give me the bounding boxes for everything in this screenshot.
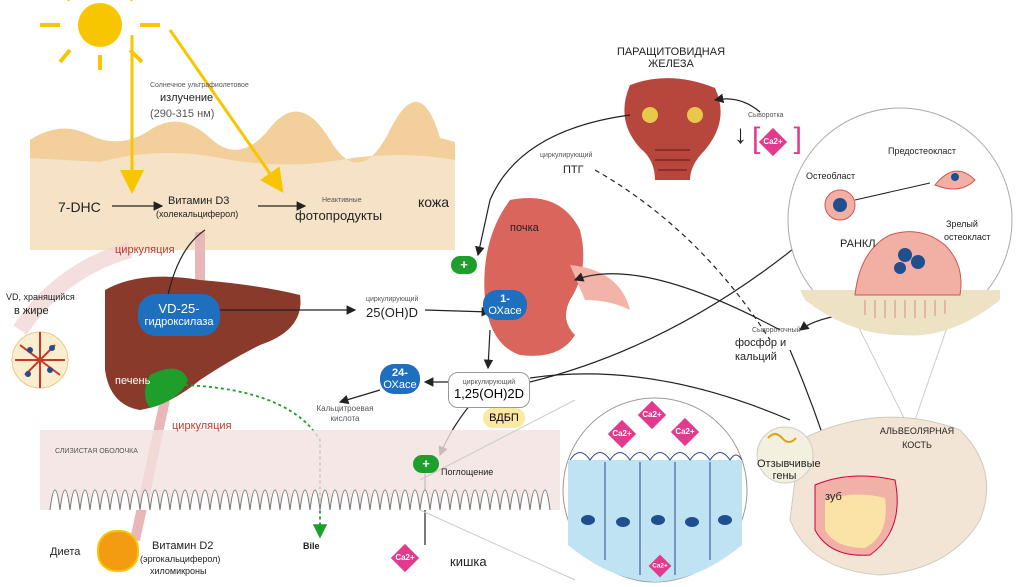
calcitriol-label: 1,25(OH)2D [453, 386, 525, 401]
diet-food-icon [97, 530, 139, 572]
serum-ca-icon: Ca2+ [758, 127, 788, 157]
kidney-label: почка [510, 222, 539, 234]
zoom-ca-icon-2: Ca2+ [637, 400, 667, 430]
photoproducts-label: фотопродукты [295, 208, 383, 223]
absorption-label: Поглощение [441, 467, 494, 477]
intestine-ca-icon: Ca2+ [390, 543, 420, 573]
mucosa-label: СЛИЗИСТАЯ ОБОЛОЧКА [55, 448, 138, 455]
alveolar-line1: АЛЬВЕОЛЯРНАЯ [879, 426, 955, 436]
1-ohase-enzyme: 1- ОХасе [483, 290, 527, 320]
arrow-serum-parathyroid [713, 93, 761, 113]
vdbp-box: ВДБП [483, 408, 525, 428]
uv-range: (290-315 нм) [150, 108, 215, 120]
zoom-ca-icon-1: Ca2+ [607, 419, 637, 449]
zoom-ca-icon-3: Ca2+ [670, 417, 700, 447]
enzyme-line2: гидроксилаза [144, 316, 214, 329]
arrow-kidney-calcitriol [483, 329, 494, 370]
vitamin-d2-sub2: хиломикроны [150, 566, 207, 576]
1-ohase-line1: 1- [500, 292, 510, 305]
diet-label: Диета [50, 546, 81, 558]
serum-pc-line1: фосфор и [735, 337, 787, 349]
calcitroic-line2: кислота [330, 414, 360, 423]
intestine-label: кишка [450, 554, 487, 569]
dashed-pth-line [594, 169, 771, 341]
calcidiol-label: 25(OH)D [366, 305, 419, 320]
vitamin-d2-label: Витамин D2 [152, 540, 214, 552]
24-ohase-enzyme: 24- ОХасе [380, 364, 420, 394]
uv-caption: излучение [160, 92, 214, 104]
parathyroid-label-2: ЖЕЛЕЗА [648, 58, 694, 70]
alveolar-line2: КОСТЬ [902, 440, 932, 450]
circulation-bottom-label: циркуляция [172, 420, 232, 432]
plus-kidney: + [451, 256, 477, 274]
calcitriol-box: циркулирующий 1,25(OH)2D [448, 372, 530, 408]
arrow-pth-kidney [475, 114, 631, 257]
skin-layer [30, 101, 455, 250]
alveolar-bone [789, 416, 988, 576]
preosteoclast-label: Предостеокласт [888, 146, 956, 156]
vitamin-d3-label: Витамин D3 [168, 195, 230, 207]
genes-line2: гены [772, 470, 797, 482]
calcitriol-small: циркулирующий [462, 379, 516, 386]
down-arrow-icon: ↓ [734, 119, 747, 149]
tooth-label: зуб [825, 491, 842, 503]
vdbp-label: ВДБП [489, 412, 519, 424]
fat-cells-icon [11, 331, 69, 389]
mature-osteoclast-line2: остеокласт [944, 232, 991, 242]
7dhc-label: 7-DHC [58, 199, 101, 215]
24-ohase-line2: ОХасе [383, 379, 417, 391]
enzyme-line1: VD-25- [158, 300, 200, 316]
plus-intestine: + [413, 455, 439, 473]
vitamin-d2-sub1: (эргокальциферол) [140, 554, 221, 564]
pth-small: циркулирующий [540, 152, 593, 159]
arrow-serum-kidney [573, 272, 781, 331]
zoom-ca-icon-4: Ca2+ [648, 554, 672, 578]
rankl-label: РАНКЛ [840, 238, 876, 250]
kidney-icon [484, 198, 630, 356]
1-ohase-line2: ОХасе [488, 305, 522, 317]
uv-arrow-2 [168, 29, 284, 193]
vitamin-d3-sub: (холекальциферол) [156, 209, 239, 219]
sun-icon [40, 0, 160, 70]
genes-line1: Отзывчивые [757, 458, 821, 470]
responsive-genes-icon [756, 426, 814, 484]
bone-zoom [787, 107, 1013, 421]
intestinal-mucosa [40, 430, 560, 511]
pth-label: ПТГ [563, 164, 584, 176]
liver-label: печень [115, 375, 151, 387]
fat-label-small: VD, хранящийся [6, 292, 75, 302]
enterocyte-zoom [419, 397, 748, 583]
parathyroid-gland-icon [624, 78, 721, 180]
skin-label: кожа [418, 194, 450, 210]
osteoblast-label: Остеобласт [806, 171, 856, 181]
parathyroid-label-1: ПАРАЩИТОВИДНАЯ [616, 46, 726, 58]
serum-pc-small: Сывороточный [752, 327, 801, 334]
circulation-top-label: циркуляция [115, 244, 175, 256]
bile-label: Bile [303, 541, 320, 551]
vd25-hydroxylase-enzyme: VD-25- гидроксилаза [138, 294, 220, 336]
uv-caption-small: Солнечное ультрафиолетовое [150, 82, 249, 89]
serum-label: Сыворотка [748, 112, 784, 119]
mature-osteoclast-line1: Зрелый [946, 219, 978, 229]
calcidiol-small: циркулирующий [366, 296, 419, 303]
serum-pc-line2: кальций [735, 351, 777, 363]
calcitroic-line1: Кальцитроевая [316, 404, 374, 413]
arrow-to-calcitroic [338, 389, 381, 405]
arrow-25ohd-kidney [424, 306, 492, 317]
line-calcitriol-genes [529, 373, 791, 421]
24-ohase-line1: 24- [392, 366, 408, 379]
inactive-small: Неактивные [322, 197, 362, 204]
fat-label: в жире [14, 305, 49, 317]
